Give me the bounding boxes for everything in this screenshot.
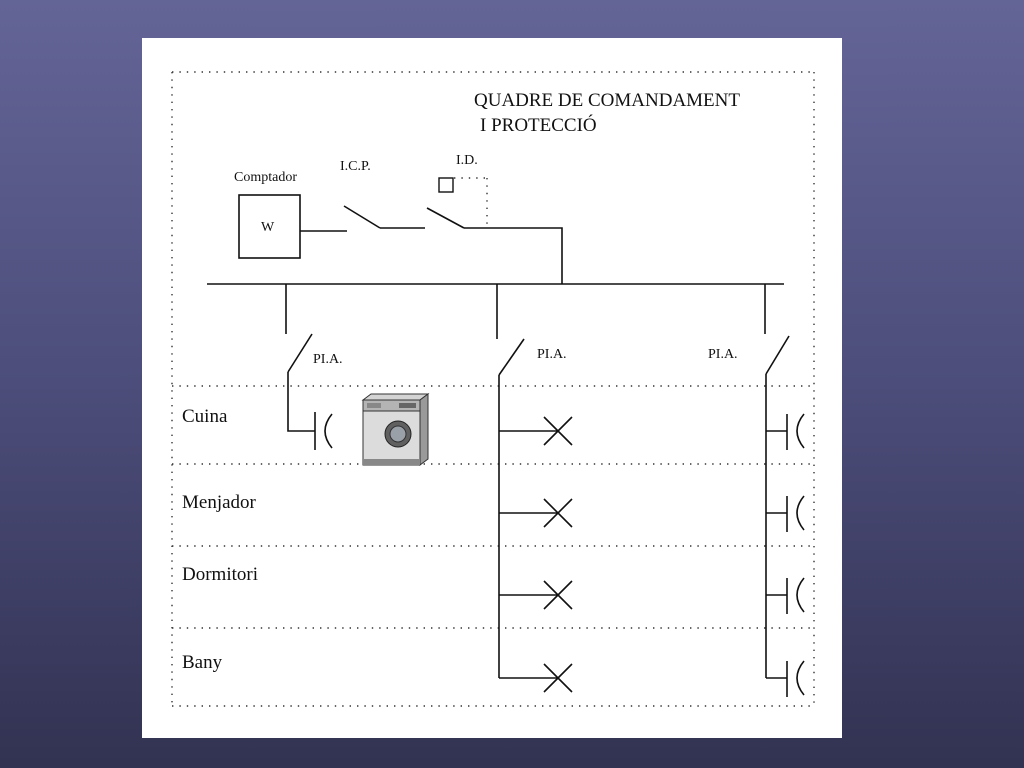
- pia1-label: PI.A.: [313, 352, 343, 367]
- lamp-icon: [499, 416, 573, 446]
- icp-label: I.C.P.: [340, 159, 371, 174]
- socket-icon: [314, 412, 333, 450]
- pia2-switch: [498, 338, 525, 376]
- lamp-icon: [499, 580, 573, 610]
- meter-label: Comptador: [234, 170, 297, 185]
- circuit1-wire: [287, 372, 315, 432]
- lamp-icon: [499, 498, 573, 528]
- dotted-borders: [171, 71, 815, 707]
- pia1-switch: [287, 333, 313, 373]
- socket-icon: [766, 495, 805, 532]
- icp-switch-blade: [343, 205, 381, 229]
- id-label: I.D.: [456, 153, 478, 168]
- washing-machine-icon: [361, 393, 430, 466]
- socket-icon: [766, 577, 805, 614]
- socket-icon: [766, 660, 805, 697]
- room-label-cuina: Cuina: [182, 406, 228, 427]
- wiring-diagram: QUADRE DE COMANDAMENT I PROTECCIÓ Compta…: [171, 71, 815, 707]
- socket-icon: [766, 413, 805, 450]
- room-label-menjador: Menjador: [182, 492, 257, 513]
- meter-symbol: W: [261, 220, 275, 235]
- id-test-button: [438, 177, 454, 193]
- meter-box: [238, 194, 301, 259]
- room-label-dormitori: Dormitori: [182, 564, 258, 585]
- pia2-label: PI.A.: [537, 347, 567, 362]
- panel-title-line1: QUADRE DE COMANDAMENT: [474, 90, 740, 111]
- id-output-wire: [464, 227, 563, 284]
- lamp-icon: [499, 663, 573, 693]
- pia3-switch: [765, 335, 790, 375]
- slide: QUADRE DE COMANDAMENT I PROTECCIÓ Compta…: [142, 38, 842, 738]
- room-label-bany: Bany: [182, 652, 223, 673]
- id-switch-blade: [426, 207, 465, 229]
- panel-title-line2: I PROTECCIÓ: [480, 114, 597, 136]
- pia3-label: PI.A.: [708, 347, 738, 362]
